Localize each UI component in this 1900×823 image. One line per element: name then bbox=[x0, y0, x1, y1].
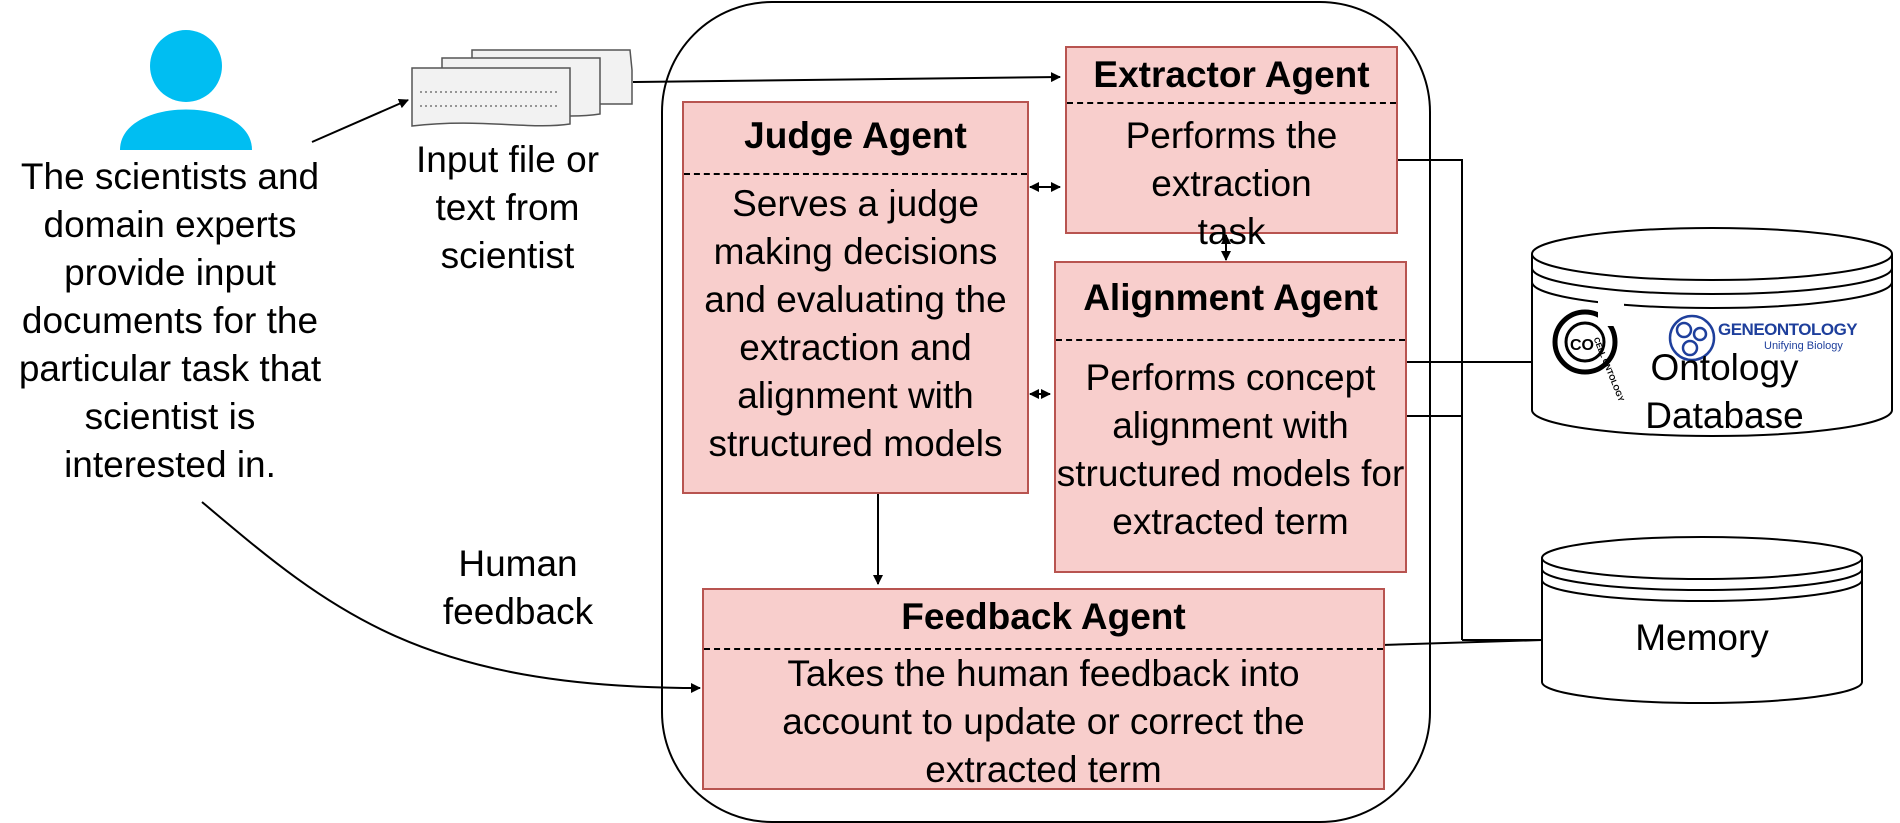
svg-text:CO: CO bbox=[1570, 337, 1594, 354]
extractor-agent-title: Extractor Agent bbox=[1093, 54, 1370, 95]
alignment-agent-divider bbox=[1056, 339, 1405, 341]
gene-ontology-tagline: Unifying Biology bbox=[1764, 340, 1843, 352]
extractor-agent-description: Performs the extraction task bbox=[1125, 115, 1338, 252]
gene-ontology-logo-icon bbox=[1668, 314, 1716, 362]
memory-label: Memory bbox=[1635, 617, 1769, 658]
arrow-user-to-documents bbox=[311, 99, 409, 143]
judge-agent-divider bbox=[684, 173, 1027, 175]
alignment-agent[interactable]: Alignment Agent Performs concept alignme… bbox=[1054, 261, 1407, 573]
feedback-agent-divider bbox=[704, 648, 1383, 650]
memory-cylinder bbox=[1541, 536, 1863, 704]
extractor-agent[interactable]: Extractor Agent Performs the extraction … bbox=[1065, 46, 1398, 252]
gene-ontology-logo-text: GENEONTOLOGY bbox=[1718, 320, 1858, 339]
extractor-agent-divider bbox=[1067, 102, 1396, 104]
arrow-human-feedback bbox=[201, 501, 701, 693]
feedback-agent-description: Takes the human feedback into account to… bbox=[782, 653, 1305, 790]
alignment-agent-title: Alignment Agent bbox=[1083, 277, 1378, 318]
judge-agent[interactable]: Judge Agent Serves a judge making decisi… bbox=[682, 101, 1029, 494]
cell-ontology-logo-icon: CO bbox=[1552, 300, 1624, 375]
documents-icon bbox=[411, 49, 633, 127]
user-description: The scientists and domain experts provid… bbox=[18, 156, 322, 485]
agent-system-container bbox=[661, 1, 1431, 823]
judge-agent-description: Serves a judge making decisions and eval… bbox=[704, 183, 1007, 464]
input-documents-label: Input file or text from scientist bbox=[415, 139, 600, 276]
ontology-database-label: Ontology Database bbox=[1645, 347, 1804, 436]
feedback-agent[interactable]: Feedback Agent Takes the human feedback … bbox=[702, 588, 1385, 790]
user-icon bbox=[120, 30, 252, 150]
human-feedback-label: Human feedback bbox=[442, 543, 594, 632]
feedback-agent-title: Feedback Agent bbox=[901, 596, 1186, 637]
store-connectors bbox=[1381, 159, 1543, 646]
alignment-agent-description: Performs concept alignment with structur… bbox=[1056, 357, 1405, 542]
judge-agent-title: Judge Agent bbox=[744, 115, 967, 156]
arrow-documents-to-extractor bbox=[632, 72, 1061, 83]
